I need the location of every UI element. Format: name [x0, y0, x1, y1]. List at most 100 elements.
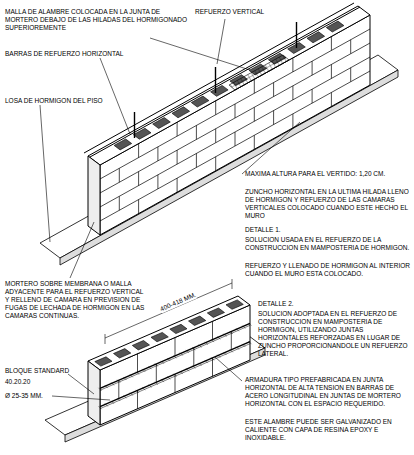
block-joint: [215, 157, 216, 171]
callout-label: Ø 25-35 MM.: [5, 392, 55, 400]
block-joint: [193, 348, 194, 366]
ladder-rung: [186, 350, 189, 353]
ladder-rung: [249, 341, 252, 344]
block-joint: [156, 364, 157, 382]
block-joint: [235, 132, 236, 146]
block-joint: [119, 168, 120, 182]
callout-label: BARRAS DE REFUERZO HORIZONTAL: [5, 50, 135, 58]
ladder-rung: [130, 374, 133, 377]
ladder-rung: [142, 369, 145, 372]
callout-label: MALLA DE ALAMBRE COLOCADA EN LA JUNTA DE…: [5, 8, 190, 32]
block-joint: [350, 40, 351, 54]
block-cell: [133, 128, 151, 139]
block-cell: [189, 316, 206, 325]
block-joint: [118, 380, 119, 398]
block-cell: [132, 341, 149, 350]
block-cell: [326, 21, 344, 32]
horizontal-bar: [84, 3, 354, 153]
ladder-rung: [105, 385, 108, 388]
mortar-joint: [100, 29, 370, 179]
block-cell: [114, 139, 132, 150]
callout-label: 40.20.20: [5, 378, 55, 386]
callout-label: MORTERO SOBRE MEMBRANA O MALLA ADYACENTE…: [5, 280, 145, 320]
ladder-rung: [217, 336, 220, 339]
block-joint: [137, 390, 138, 408]
block-cell: [207, 308, 224, 317]
block-joint: [196, 125, 197, 139]
block-joints: [95, 300, 252, 409]
ladder-rung: [167, 376, 170, 379]
block-joint: [138, 200, 139, 214]
block-joint: [231, 332, 232, 350]
callout-label: MAXIMA ALTURA PARA EL VERTIDO: 1,20 CM.: [245, 170, 410, 178]
wall-top: [88, 6, 370, 165]
callout-label: SOLUCION USADA EN EL REFUERZO DE LA CONS…: [245, 236, 410, 252]
block-cell: [307, 32, 325, 43]
ladder-rung: [149, 385, 152, 388]
block-cell: [191, 96, 209, 107]
dimension-tick: [232, 279, 233, 289]
block-joint: [175, 374, 176, 392]
block-cell: [226, 300, 243, 309]
block-cell: [170, 324, 187, 333]
block-joint: [254, 79, 255, 93]
ladder-rung: [180, 371, 183, 374]
ladder-rung: [224, 334, 227, 337]
block-joint: [215, 101, 216, 115]
block-joint: [312, 89, 313, 103]
callout-label: DETALLE 1.: [245, 226, 410, 234]
block-joint: [137, 354, 138, 372]
block-joint: [177, 150, 178, 164]
block-joint: [292, 86, 293, 100]
ladder-rung: [242, 344, 245, 347]
block-joint: [215, 129, 216, 143]
block-joint: [254, 107, 255, 121]
callout-label: ZUNCHO HORIZONTAL EN LA ULTIMA HILADA LL…: [245, 188, 410, 220]
callout-label: DETALLE 2.: [258, 300, 410, 308]
ladder-rung: [99, 406, 102, 409]
ladder-rung: [124, 395, 127, 398]
ladder-rung: [249, 323, 252, 326]
block-joint: [273, 83, 274, 97]
callout-label: BLOQUE STANDARD: [5, 367, 75, 375]
ladder-rung: [111, 382, 114, 385]
block-joint: [312, 61, 313, 75]
block-joint: [175, 338, 176, 356]
block-cell: [114, 349, 131, 358]
block-joint: [254, 135, 255, 149]
block-cell: [172, 107, 190, 118]
ladder-rung: [161, 379, 164, 382]
ladder-rung: [124, 377, 127, 380]
block-cell: [151, 332, 168, 341]
block-joint: [212, 321, 213, 339]
ladder-rung: [205, 342, 208, 345]
ladder-rung: [149, 366, 152, 369]
ladder-rung: [224, 352, 227, 355]
block-joint: [331, 36, 332, 50]
block-joint: [331, 64, 332, 78]
block-cell: [211, 85, 229, 96]
block-joint: [331, 92, 332, 106]
block-cell: [153, 118, 171, 129]
ladder-rung: [130, 393, 133, 396]
block-joint: [119, 196, 120, 210]
ladder-rung: [242, 326, 245, 329]
ladder-rung: [217, 355, 220, 358]
callout-label: REFUERZO Y LLENADO DE HORMIGON AL INTERI…: [245, 262, 410, 278]
ladder-rung: [99, 388, 102, 391]
block-joint: [292, 114, 293, 128]
callout-label: ARMADURA TIPO PREFABRICADA EN JUNTA HORI…: [245, 376, 410, 408]
block-joint: [177, 122, 178, 136]
dimension-label: 400-418 MM.: [159, 291, 197, 314]
ladder-rung: [236, 347, 239, 350]
ladder-rung: [111, 401, 114, 404]
block-joint: [138, 172, 139, 186]
ladder-rung: [205, 360, 208, 363]
callout-label: SOLUCION ADOPTADA EN EL REFUERZO DE CONS…: [258, 310, 410, 358]
block-cell: [95, 357, 112, 366]
ladder-rung: [236, 328, 239, 331]
mortar-joint: [100, 57, 370, 207]
ladder-rung: [142, 387, 145, 390]
horizontal-bar: [90, 7, 360, 157]
